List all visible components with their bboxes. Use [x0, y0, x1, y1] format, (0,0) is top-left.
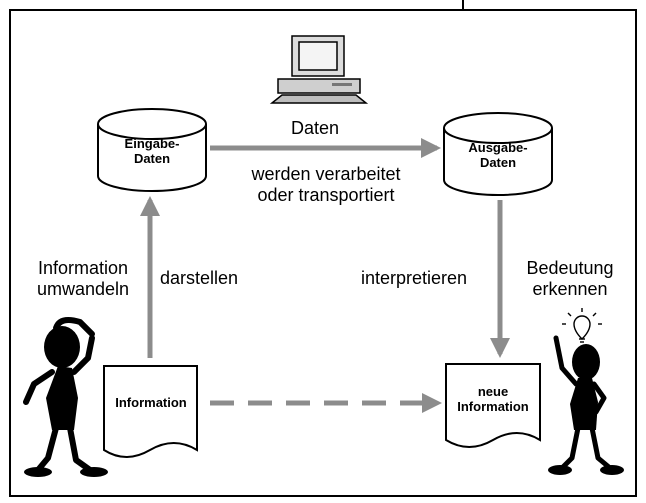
confused-person-icon: [23, 317, 108, 477]
interpretieren-label: interpretieren: [361, 268, 468, 288]
darstellen-label: darstellen: [160, 268, 239, 288]
neue-information-document: [445, 363, 541, 448]
information-label: Information: [115, 395, 187, 410]
information-document: [103, 365, 198, 458]
ausgabe-daten-label: Ausgabe- Daten: [468, 140, 528, 170]
light-bulb-icon: [562, 308, 602, 343]
eingabe-daten-cylinder: [97, 108, 207, 192]
frame-tick: [462, 0, 464, 10]
ausgabe-daten-cylinder: [443, 112, 553, 196]
computer-icon: [269, 35, 369, 104]
eingabe-daten-label: Eingabe- Daten: [124, 136, 180, 166]
verarbeitet-label: werden verarbeitet oder transportiert: [251, 164, 401, 205]
idea-person-icon: [548, 335, 624, 475]
information-umwandeln-label: Information umwandeln: [36, 258, 130, 299]
bedeutung-erkennen-label: Bedeutung erkennen: [526, 258, 614, 299]
daten-label: Daten: [291, 118, 340, 138]
neue-information-label: neue Information: [457, 384, 529, 414]
